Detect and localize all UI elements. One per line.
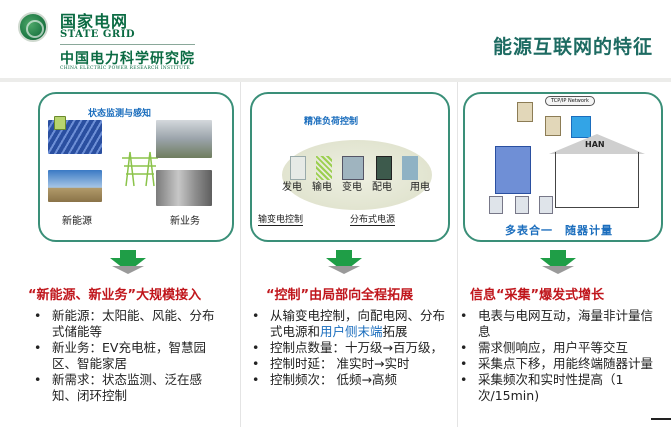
substation-icon <box>342 156 364 180</box>
highlight-text: 用户侧末端 <box>320 324 383 339</box>
section-title-access: “新能源、新业务”大规模接入 <box>28 288 202 303</box>
han-label: HAN <box>585 140 605 149</box>
panel-title: 精准负荷控制 <box>304 117 359 127</box>
bullet-item: 新业务：EV充电桩，智慧园区、智能家居 <box>26 340 224 372</box>
bullet-item: 新能源：太阳能、风能、分布式储能等 <box>26 308 224 340</box>
generator-icon <box>290 156 306 180</box>
brand-divider <box>60 44 195 45</box>
bullet-item: 电表与电网互动，海量非计量信息 <box>452 308 658 340</box>
panel-sensing: 状态监测与感知 新能源 新业务 <box>38 92 234 242</box>
down-arrow-icon <box>326 250 362 276</box>
brand-name-cn: 国家电网 <box>60 12 129 31</box>
panel-caption: 多表合一 随器计量 <box>505 224 613 237</box>
brand-name-en: STATE GRID <box>60 29 136 40</box>
chain-step: 变电 <box>342 182 362 193</box>
column-divider <box>457 82 458 427</box>
heat-meter-icon <box>539 196 553 214</box>
sensor-chip-icon <box>54 116 66 130</box>
transmission-icon <box>316 156 332 180</box>
label-new-energy: 新能源 <box>62 216 92 227</box>
bullet-item: 控制点数量：十万级→百万级， <box>244 340 450 356</box>
gas-meter-icon <box>489 196 503 214</box>
chain-step: 发电 <box>282 182 302 193</box>
distribution-cabinet-icon <box>376 156 392 180</box>
house-icon <box>555 152 639 208</box>
water-meter-icon <box>515 196 529 214</box>
state-grid-logo-icon <box>18 12 48 42</box>
server-icon <box>545 116 561 136</box>
bullet-item: 从输变电控制，向配电网、分布式电源和用户侧末端拓展 <box>244 308 450 340</box>
bullet-item: 需求侧响应，用户平等交互 <box>452 340 658 356</box>
column-divider <box>240 82 241 427</box>
bullet-list-control: 从输变电控制，向配电网、分布式电源和用户侧末端拓展 控制点数量：十万级→百万级，… <box>244 308 450 388</box>
bullet-item: 采集点下移，用能终端随器计量 <box>452 356 658 372</box>
panel-title: 状态监测与感知 <box>88 109 152 119</box>
institute-name-cn: 中国电力科学研究院 <box>60 51 195 67</box>
label-new-business: 新业务 <box>170 216 200 227</box>
section-title-control: “控制”由局部向全程拓展 <box>266 288 414 303</box>
smart-park-image <box>156 120 212 158</box>
header-divider <box>0 78 671 82</box>
page-title: 能源互联网的特征 <box>492 36 653 58</box>
bullet-item: 控制时延： 准实时→实时 <box>244 356 450 372</box>
institute-name-en: CHINA ELECTRIC POWER RESEARCH INSTITUTE <box>60 66 191 71</box>
panel-control: 精准负荷控制 发电 输电 变电 配电 用电 输变电控制 分布式电源 <box>250 92 450 242</box>
section-title-collection: 信息“采集”爆发式增长 <box>470 288 605 303</box>
chain-step: 用电 <box>410 182 430 193</box>
note-distributed-source: 分布式电源 <box>350 212 396 226</box>
bullet-list-access: 新能源：太阳能、风能、分布式储能等 新业务：EV充电桩，智慧园区、智能家居 新需… <box>26 308 224 404</box>
note-transmission-control: 输变电控制 <box>258 212 304 226</box>
wind-farm-image <box>48 170 102 202</box>
network-label: TCP/IP Network <box>545 96 595 106</box>
header: 国家电网 STATE GRID 中国电力科学研究院 CHINA ELECTRIC… <box>0 0 671 78</box>
house-roof-icon <box>549 134 645 154</box>
panel-collection: TCP/IP Network HAN 多表合一 随器计量 <box>463 92 663 242</box>
bullet-item: 采集频次和实时性提高（1次/15min) <box>452 372 658 404</box>
bullet-list-collection: 电表与电网互动，海量非计量信息 需求侧响应，用户平等交互 采集点下移，用能终端随… <box>452 308 658 404</box>
consumer-icon <box>402 156 418 180</box>
server-icon <box>517 102 533 122</box>
smart-meter-icon <box>495 146 531 194</box>
down-arrow-icon <box>540 250 576 276</box>
chain-step: 配电 <box>372 182 392 193</box>
down-arrow-icon <box>110 250 146 276</box>
bullet-item: 新需求：状态监测、泛在感知、闭环控制 <box>26 372 224 404</box>
grid-chain-labels: 发电 输电 变电 配电 用电 <box>282 178 430 193</box>
chain-step: 输电 <box>312 182 332 193</box>
corner-mark <box>651 418 671 420</box>
ev-charger-image <box>156 170 212 206</box>
bullet-item: 控制频次： 低频→高频 <box>244 372 450 388</box>
transmission-tower-icon <box>122 151 158 187</box>
